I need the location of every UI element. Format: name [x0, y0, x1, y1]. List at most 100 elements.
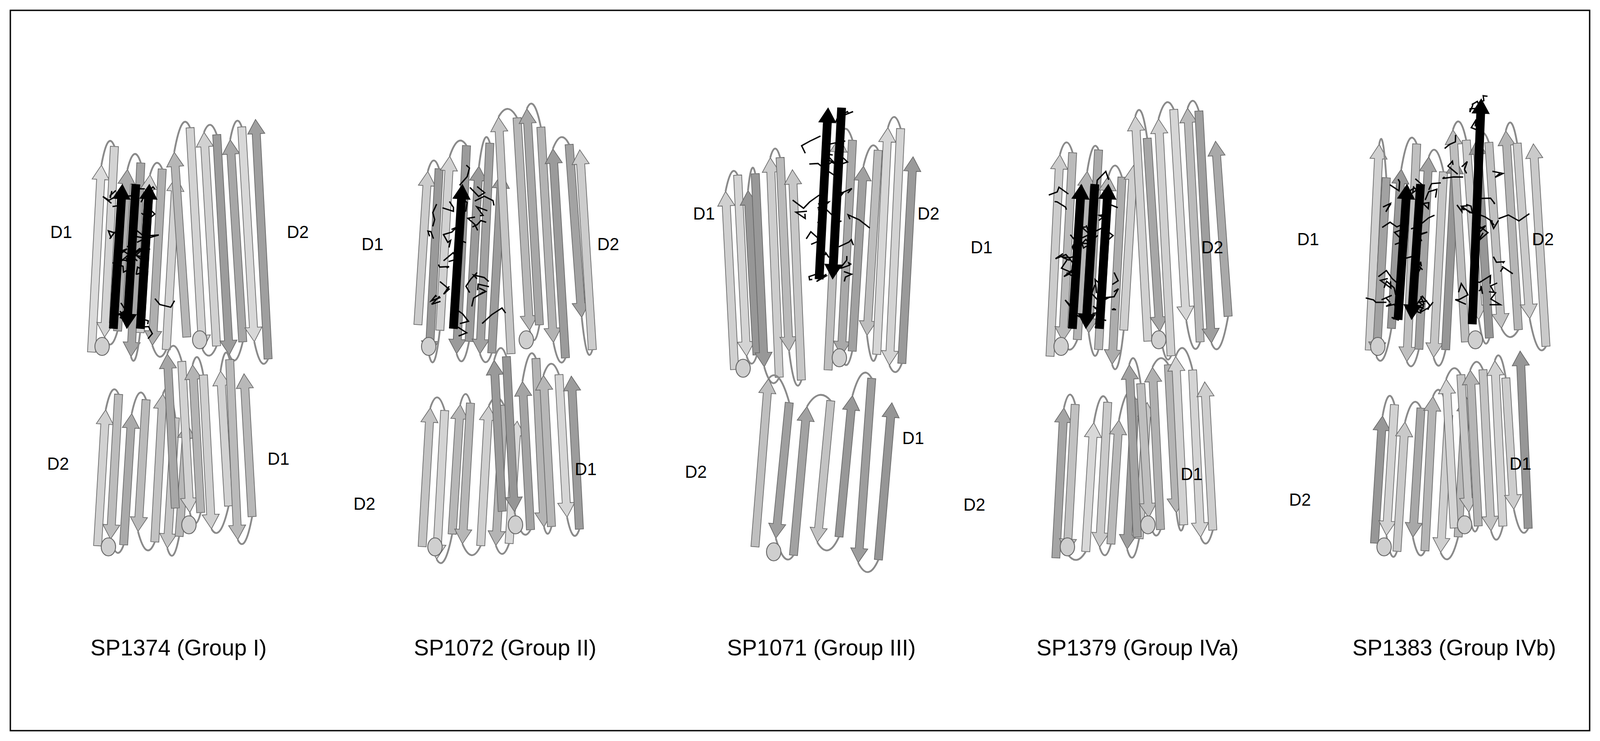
side-chain [1478, 286, 1483, 295]
peptide-ligand [103, 183, 175, 339]
side-chain [1091, 284, 1111, 303]
side-chain [117, 311, 127, 322]
side-chain [431, 295, 441, 305]
side-chain [1498, 213, 1530, 221]
beta-strand [454, 403, 475, 544]
domain-label: D1 [361, 235, 384, 255]
helix [1457, 515, 1472, 534]
loop [852, 372, 872, 396]
side-chain [817, 209, 826, 223]
side-chain [472, 220, 487, 227]
loop [1176, 512, 1184, 531]
beta-strand [514, 381, 535, 530]
beta-strand [535, 375, 556, 527]
beta-strand [1438, 379, 1459, 529]
side-chain [840, 262, 852, 269]
beta-strand [824, 107, 846, 280]
panel-caption: SP1071 (Group III) [726, 635, 916, 661]
loop [1108, 165, 1122, 178]
side-chain [824, 145, 833, 156]
side-chain [108, 230, 119, 238]
protein-domain [1370, 389, 1475, 560]
protein-domain [486, 348, 584, 537]
helix [1370, 337, 1385, 356]
side-chain [1442, 176, 1464, 179]
side-chain [432, 204, 437, 227]
side-chain [133, 236, 146, 245]
loop [1186, 320, 1201, 350]
protein-domain [93, 388, 195, 556]
loop [522, 353, 536, 382]
loop [725, 170, 738, 192]
side-chain [1421, 201, 1430, 209]
loop [229, 341, 243, 361]
loop [863, 145, 879, 166]
protein-domain [166, 119, 273, 364]
panel-caption: SP1379 (Group IVa) [1036, 635, 1239, 661]
side-chain [427, 231, 434, 239]
side-chain [825, 156, 836, 166]
loop [456, 341, 470, 362]
loop [237, 516, 253, 544]
beta-strand [1107, 420, 1127, 545]
beta-strand [834, 395, 860, 538]
domain-label: D2 [1532, 230, 1555, 250]
loop [460, 394, 471, 405]
loop [1405, 401, 1421, 422]
side-chain [1477, 213, 1493, 222]
panel-caption: SP1072 (Group II) [413, 635, 597, 661]
loop [167, 345, 182, 362]
loop [1491, 525, 1503, 540]
side-chain [443, 227, 457, 235]
side-chain [831, 220, 842, 230]
side-chain [1383, 203, 1392, 212]
domain-label: D2 [963, 495, 986, 515]
side-chain [154, 298, 175, 308]
beta-strand [490, 116, 516, 355]
side-chain [1428, 183, 1441, 191]
helix [1060, 537, 1075, 556]
beta-strand [789, 406, 815, 556]
loop [817, 536, 839, 551]
beta-strand [136, 184, 157, 329]
beta-strand [1150, 118, 1175, 356]
side-chain [1444, 134, 1456, 149]
domain-label: D2 [1201, 238, 1224, 258]
side-chain [843, 271, 852, 282]
loop [567, 517, 580, 537]
loop [768, 375, 789, 403]
side-chain [1092, 227, 1114, 242]
helix [519, 330, 534, 349]
loop [149, 162, 162, 175]
side-chain [442, 201, 454, 212]
loop [1440, 536, 1459, 560]
beta-strand [1144, 367, 1165, 530]
loop [449, 140, 467, 157]
beta-strand [236, 373, 256, 517]
side-chain [109, 220, 120, 239]
side-chain [795, 210, 807, 219]
loop [1505, 122, 1517, 144]
protein-domain [87, 140, 184, 361]
peptide-ligand [1048, 171, 1119, 329]
loop [203, 124, 217, 135]
loop [479, 352, 492, 363]
side-chain [1105, 288, 1119, 298]
loop [1433, 349, 1446, 366]
beta-strand [1393, 421, 1413, 552]
loop [498, 108, 517, 118]
side-chain [1418, 232, 1428, 242]
loop [101, 140, 115, 166]
peptide-ligand [1365, 178, 1441, 321]
side-chain [462, 199, 467, 212]
domain-label: D2 [1289, 490, 1312, 510]
helix [94, 337, 110, 356]
peptide-ligand [427, 165, 506, 336]
domain-label: D1 [970, 238, 993, 258]
beta-strand [572, 149, 597, 350]
loop [1087, 145, 1099, 172]
side-chain [1048, 187, 1069, 196]
loop [1152, 358, 1169, 368]
side-chain [114, 248, 127, 265]
side-chain [482, 308, 506, 324]
